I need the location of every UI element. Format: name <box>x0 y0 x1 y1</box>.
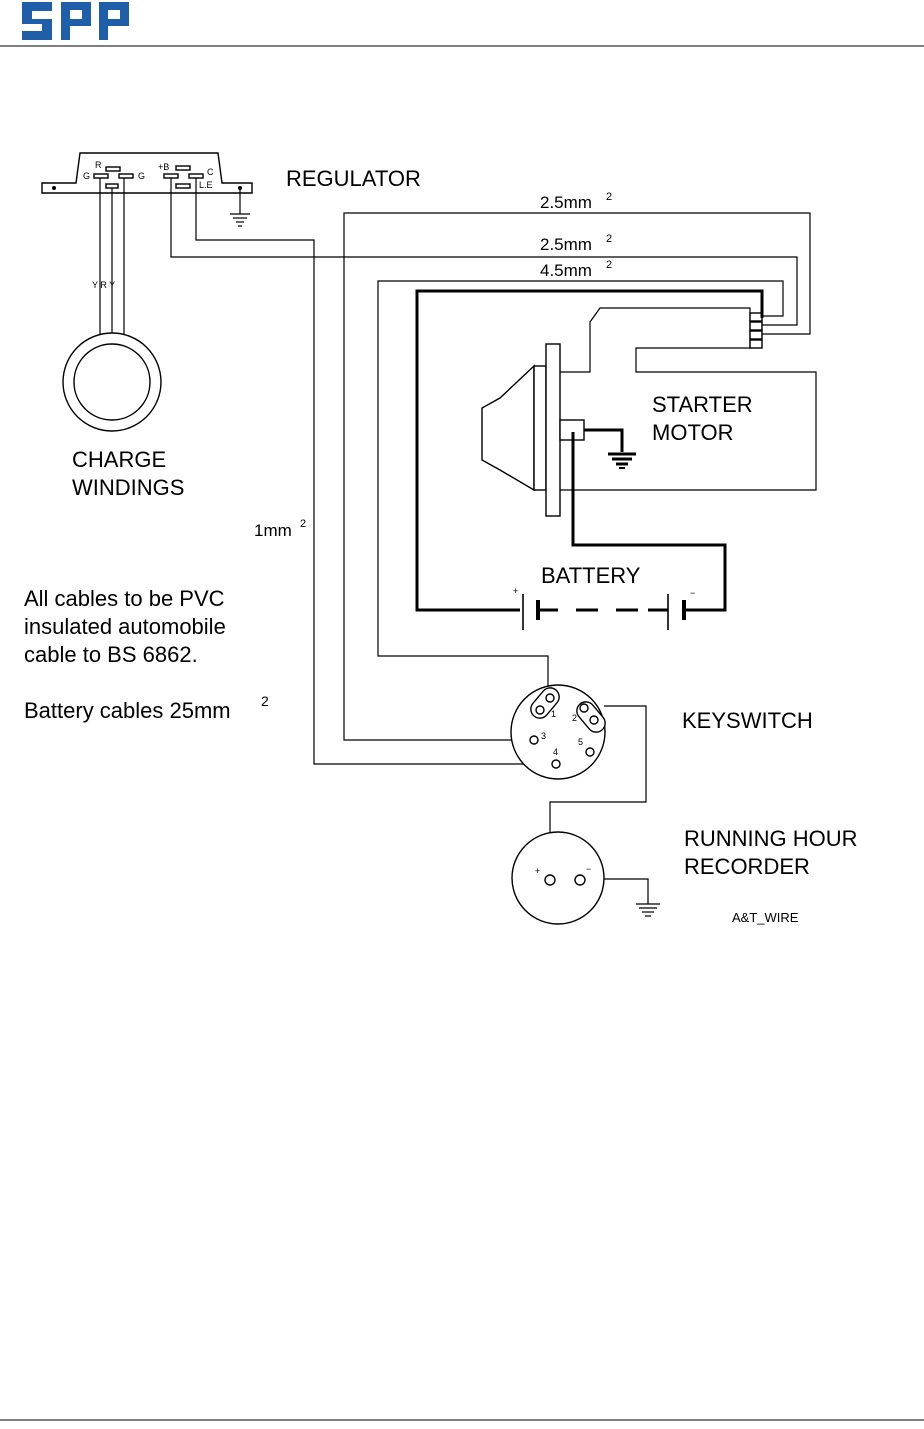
note-line-4-exponent: 2 <box>261 693 269 709</box>
recorder-label-2: RECORDER <box>684 854 810 879</box>
keyswitch-terminal-3: 3 <box>541 731 546 741</box>
regulator <box>41 152 253 227</box>
keyswitch <box>510 684 606 780</box>
running-hour-recorder <box>511 831 605 925</box>
starter-motor-label-1: STARTER <box>652 392 753 417</box>
keyswitch-terminal-4: 4 <box>553 747 558 757</box>
drawing-reference: A&T_WIRE <box>732 910 799 925</box>
cable-runs <box>170 178 811 917</box>
keyswitch-terminal-5: 5 <box>578 737 583 747</box>
spp-logo <box>22 2 129 40</box>
starter-motor-label-2: MOTOR <box>652 420 733 445</box>
starter-motor <box>481 307 817 517</box>
terminal-g-left-label: G <box>83 171 90 181</box>
terminal-g-right-label: G <box>138 171 145 181</box>
note-line-1: All cables to be PVC <box>24 586 225 611</box>
recorder-plus: + <box>535 866 540 876</box>
regulator-label: REGULATOR <box>286 166 421 191</box>
note-line-2: insulated automobile <box>24 614 226 639</box>
cable-size-3-exponent: 2 <box>606 259 612 271</box>
terminal-r-label: R <box>95 160 102 170</box>
cable-size-2-exponent: 2 <box>606 233 612 245</box>
cable-size-4: 1mm <box>254 521 292 540</box>
terminal-c-label: C <box>207 167 214 177</box>
cable-size-3: 4.5mm <box>540 261 592 280</box>
note-line-4: Battery cables 25mm <box>24 698 231 723</box>
recorder-label-1: RUNNING HOUR <box>684 826 858 851</box>
keyswitch-terminal-2: 2 <box>572 713 577 723</box>
battery-cables <box>415 289 764 612</box>
recorder-minus: − <box>586 864 591 874</box>
battery-label: BATTERY <box>541 563 641 588</box>
terminal-le-label: L.E <box>199 180 213 190</box>
charge-windings-label-2: WINDINGS <box>72 475 184 500</box>
terminal-b-label: +B <box>158 162 169 172</box>
keyswitch-label: KEYSWITCH <box>682 708 813 733</box>
charge-wire-colours: Y R Y <box>92 280 115 290</box>
battery-minus: − <box>690 588 695 598</box>
cable-size-1-exponent: 2 <box>606 191 612 203</box>
cable-size-4-exponent: 2 <box>300 518 306 530</box>
keyswitch-terminal-1: 1 <box>551 709 556 719</box>
cable-size-1: 2.5mm <box>540 193 592 212</box>
battery-symbol <box>522 594 686 630</box>
note-line-3: cable to BS 6862. <box>24 642 198 667</box>
charge-windings <box>62 178 162 432</box>
charge-windings-label-1: CHARGE <box>72 447 166 472</box>
battery-plus: + <box>513 586 518 596</box>
cable-size-2: 2.5mm <box>540 235 592 254</box>
